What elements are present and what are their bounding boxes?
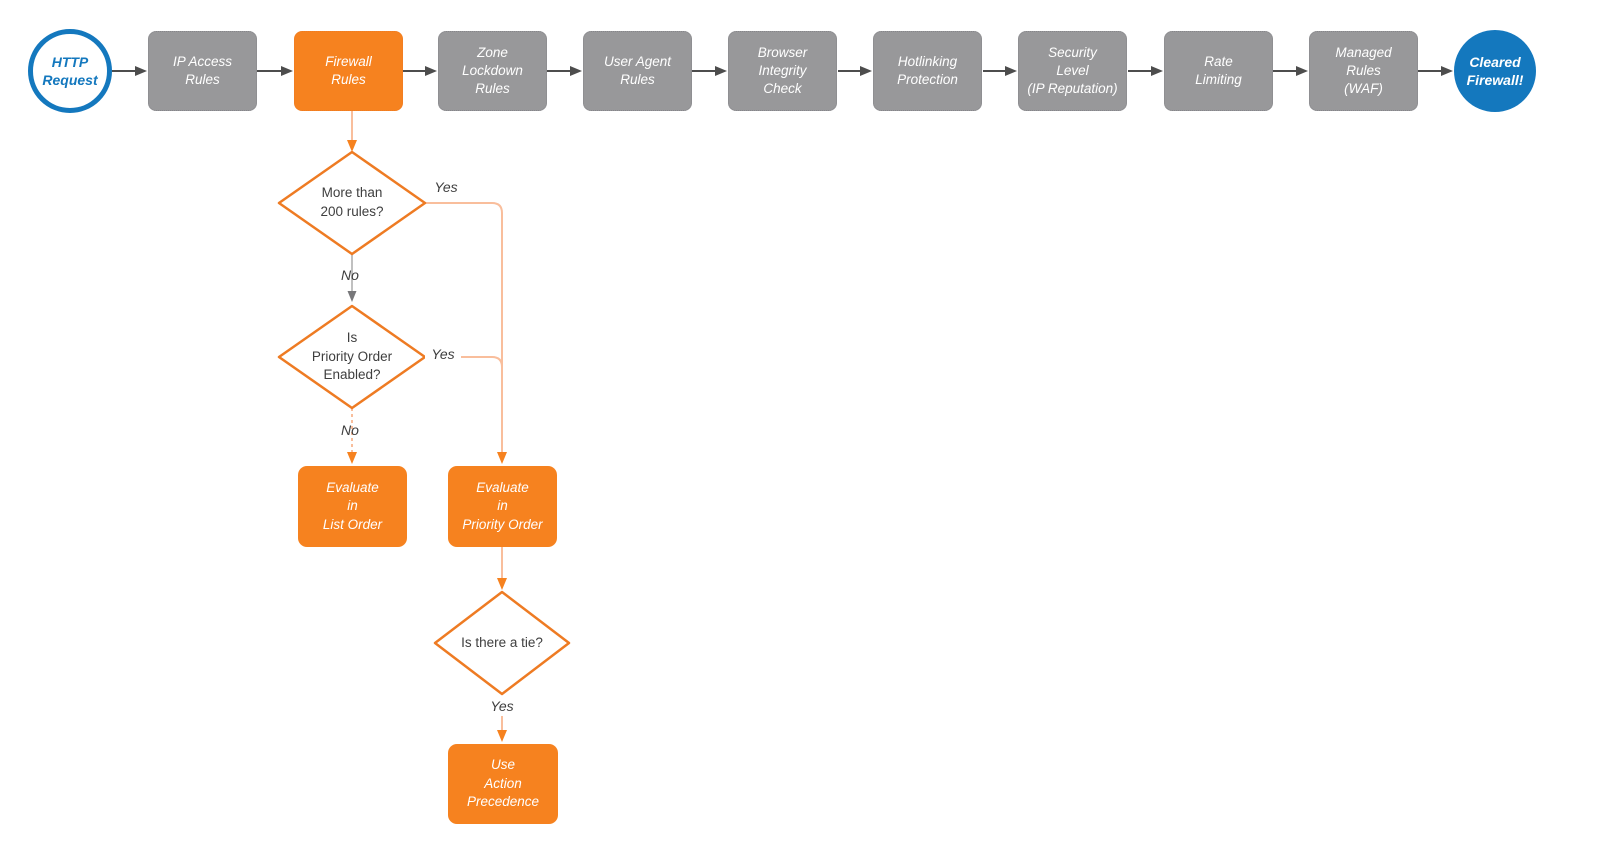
- decision-diamond-priority-enabled-shape: [277, 304, 427, 410]
- action-use-action-precedence: Use Action Precedence: [448, 744, 558, 824]
- edge-label-decision1-yes: Yes: [434, 179, 458, 195]
- node-label: Hotlinking Protection: [897, 54, 958, 87]
- step-ip-access-rules: IP Access Rules: [148, 31, 257, 111]
- node-label: Rate Limiting: [1195, 54, 1242, 87]
- step-browser-integrity-check: Browser Integrity Check: [728, 31, 837, 111]
- action-evaluate-priority-order: Evaluate in Priority Order: [448, 466, 557, 547]
- node-label: Browser Integrity Check: [757, 45, 808, 96]
- node-http-request: HTTP Request: [28, 29, 112, 113]
- step-hotlinking-protection: Hotlinking Protection: [873, 31, 982, 111]
- node-label: HTTP Request: [42, 53, 98, 88]
- decision-more-than-200-label: More than 200 rules?: [282, 152, 422, 254]
- node-label: Is there a tie?: [461, 634, 543, 650]
- step-firewall-rules: Firewall Rules: [294, 31, 403, 111]
- edge-decision1-yes: [425, 202, 507, 464]
- node-label: User Agent Rules: [603, 54, 672, 87]
- node-label: Security Level (IP Reputation): [1027, 45, 1118, 96]
- node-label: Is Priority Order Enabled?: [311, 329, 393, 383]
- decision-tie-label: Is there a tie?: [432, 592, 572, 694]
- node-label: Evaluate in List Order: [322, 479, 383, 532]
- node-label: More than 200 rules?: [320, 185, 384, 219]
- step-security-level: Security Level (IP Reputation): [1018, 31, 1127, 111]
- decision-priority-enabled-label: Is Priority Order Enabled?: [282, 306, 422, 408]
- node-label: Use Action Precedence: [466, 757, 540, 810]
- node-label: Evaluate in Priority Order: [462, 479, 543, 532]
- decision-diamond-more-than-200-shape: [277, 150, 427, 256]
- node-cleared-firewall: Cleared Firewall!: [1454, 30, 1536, 112]
- node-label: Firewall Rules: [325, 54, 372, 87]
- action-evaluate-list-order: Evaluate in List Order: [298, 466, 407, 547]
- edge-decision2-yes: [425, 356, 503, 372]
- step-rate-limiting: Rate Limiting: [1164, 31, 1273, 111]
- edge-label-decision2-no: No: [341, 422, 359, 438]
- step-user-agent-rules: User Agent Rules: [583, 31, 692, 111]
- edge-label-decision3-yes: Yes: [490, 698, 514, 714]
- step-zone-lockdown-rules: Zone Lockdown Rules: [438, 31, 547, 111]
- node-label: IP Access Rules: [172, 54, 233, 87]
- edge-label-decision2-yes: Yes: [425, 346, 461, 362]
- node-label: Zone Lockdown Rules: [462, 45, 523, 96]
- step-managed-rules-waf: Managed Rules (WAF): [1309, 31, 1418, 111]
- node-label: Cleared Firewall!: [1466, 53, 1524, 88]
- node-label: Managed Rules (WAF): [1335, 45, 1392, 96]
- edge-label-decision1-no: No: [341, 267, 359, 283]
- decision-diamond-tie-shape: [433, 590, 571, 696]
